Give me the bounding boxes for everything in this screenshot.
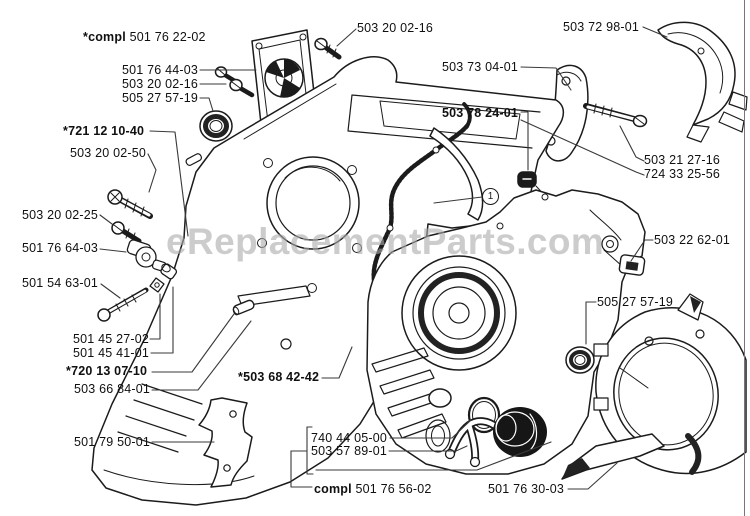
part-label-503-68-42-42: *503 68 42-42 — [238, 370, 320, 384]
part-label-503-20-02-16: 503 20 02-16 — [122, 77, 199, 91]
part-label-503-20-02-50: 503 20 02-50 — [70, 146, 147, 160]
part-label-503-66-84-01: 503 66 84-01 — [74, 382, 151, 396]
part-label-724-33-25-56: 724 33 25-56 — [644, 167, 721, 181]
screw-drawing — [107, 189, 153, 219]
part-label-compl-501-76-56-02: compl 501 76 56-02 — [314, 483, 432, 496]
bumper-bracket-drawing — [198, 397, 253, 488]
part-label-505-27-57-19-right: 505 27 57-19 — [597, 295, 674, 309]
dowel-pin-drawing — [232, 299, 255, 316]
screw-drawing — [314, 37, 342, 60]
crankcase-left-drawing — [91, 56, 565, 506]
part-label-501-76-64-03: 501 76 64-03 — [22, 241, 99, 255]
part-label-503-57-89-01: 503 57 89-01 — [311, 444, 388, 458]
part-label-503-21-27-16: 503 21 27-16 — [644, 153, 721, 167]
part-label-503-20-02-25: 503 20 02-25 — [22, 208, 99, 222]
part-label-503-73-04-01: 503 73 04-01 — [442, 60, 519, 74]
retainer-clip-drawing — [603, 249, 646, 276]
part-label-501-45-27-02: 501 45 27-02 — [73, 332, 150, 346]
oil-pump-drawing — [126, 239, 170, 276]
compl-prefix: *compl — [83, 30, 126, 44]
part-label-503-78-24-01: 503 78 24-01 — [442, 106, 519, 120]
leader-lines — [99, 26, 668, 490]
washer-drawing — [149, 277, 165, 293]
part-label-505-27-57-19: 505 27 57-19 — [122, 91, 199, 105]
part-label-503-72-98-01: 503 72 98-01 — [563, 20, 640, 34]
callout-1: 1 — [482, 188, 499, 205]
part-label-740-44-05-00: 740 44 05-00 — [311, 431, 388, 445]
part-label-501-79-50-01: 501 79 50-01 — [74, 435, 151, 449]
screw-drawing — [583, 103, 648, 128]
bolt-drawing — [97, 287, 149, 322]
part-number: 501 76 56-02 — [355, 482, 432, 496]
fan-housing-drawing — [561, 293, 747, 480]
part-label-503-22-62-01: 503 22 62-01 — [654, 233, 731, 247]
nut-drawing — [160, 263, 178, 280]
part-number: 501 76 22-02 — [129, 30, 206, 44]
clutch-group-drawing — [428, 388, 547, 468]
part-label-720-13-07-10: *720 13 07-10 — [66, 364, 148, 378]
part-label-501-45-41-01: 501 45 41-01 — [73, 346, 150, 360]
part-label-503-20-02-16-top: 503 20 02-16 — [357, 21, 434, 35]
part-label-721-12-10-40: *721 12 10-40 — [63, 124, 145, 138]
brake-band-drawing — [429, 127, 561, 221]
part-label-501-76-30-03: 501 76 30-03 — [488, 482, 565, 496]
brake-cover-drawing — [657, 21, 748, 143]
seal-ring-drawing — [199, 110, 233, 142]
part-label-501-54-63-01: 501 54 63-01 — [22, 276, 99, 290]
screw-drawing — [111, 221, 142, 244]
compl-prefix: compl — [314, 482, 352, 496]
part-label-501-76-44-03: 501 76 44-03 — [122, 63, 199, 77]
part-label-compl-501-76-22-02: *compl 501 76 22-02 — [83, 31, 206, 44]
screw-drawing — [214, 66, 255, 98]
